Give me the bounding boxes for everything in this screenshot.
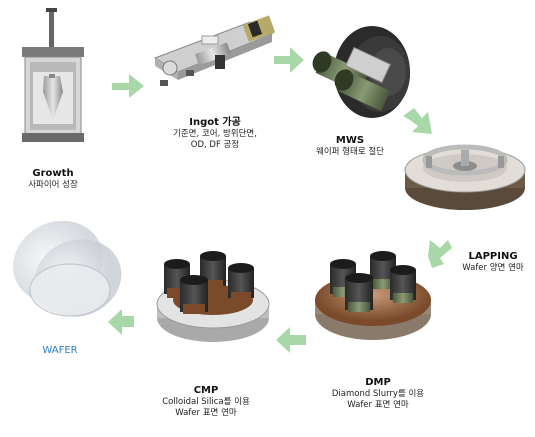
lapping-desc: Wafer 양면 연마: [462, 263, 524, 273]
dmp-title: DMP: [365, 377, 391, 388]
cmp-head-4: [228, 263, 254, 302]
dmp-desc-1: Diamond Slurry를 이용: [331, 389, 425, 399]
mws-desc: 웨이퍼 형태로 절단: [316, 147, 384, 157]
cmp-head-3: [180, 275, 208, 314]
dmp-machine-illustration: [315, 251, 431, 340]
cmp-machine-illustration: [156, 251, 270, 342]
dmp-label: DMP Diamond Slurry를 이용 Wafer 표면 연마: [323, 376, 433, 411]
lapping-machine-illustration: [404, 144, 526, 210]
mws-title: MWS: [335, 135, 365, 146]
growth-machine-illustration: [22, 8, 84, 142]
cmp-label: CMP Colloidal Silica를 이용 Wafer 표면 연마: [148, 384, 264, 419]
dmp-head-3: [345, 273, 373, 312]
lapping-title: LAPPING: [468, 251, 518, 262]
flow-arrow-2: [274, 47, 304, 73]
dmp-desc-2: Wafer 표면 연마: [347, 400, 409, 410]
ingot-desc-2: OD, DF 공정: [190, 140, 240, 150]
ingot-label: Ingot 가공 기준면, 코어, 방위단면, OD, DF 공정: [160, 116, 270, 151]
growth-desc: 사파이어 성장: [28, 180, 78, 190]
ingot-desc-1: 기준면, 코어, 방위단면,: [173, 129, 257, 139]
cmp-desc-1: Colloidal Silica를 이용: [162, 397, 250, 407]
cmp-desc-2: Wafer 표면 연마: [175, 408, 237, 418]
ingot-machine-illustration: [153, 15, 276, 86]
flow-arrow-1: [112, 74, 144, 98]
cmp-title: CMP: [193, 385, 219, 396]
flow-arrow-3: [403, 108, 432, 134]
growth-label: Growth 사파이어 성장: [18, 167, 88, 191]
growth-title: Growth: [32, 168, 74, 179]
dmp-head-4: [390, 265, 416, 303]
wafer-stack-illustration: [13, 220, 122, 317]
mws-label: MWS 웨이퍼 형태로 절단: [300, 134, 400, 158]
ingot-title: Ingot 가공: [189, 117, 241, 128]
mws-machine-illustration: [312, 26, 410, 118]
flow-arrow-4: [428, 240, 452, 268]
lapping-label: LAPPING Wafer 양면 연마: [453, 250, 533, 274]
wafer-label: WAFER: [42, 345, 78, 356]
flow-arrow-5: [276, 327, 306, 353]
flow-arrow-6: [108, 309, 134, 335]
